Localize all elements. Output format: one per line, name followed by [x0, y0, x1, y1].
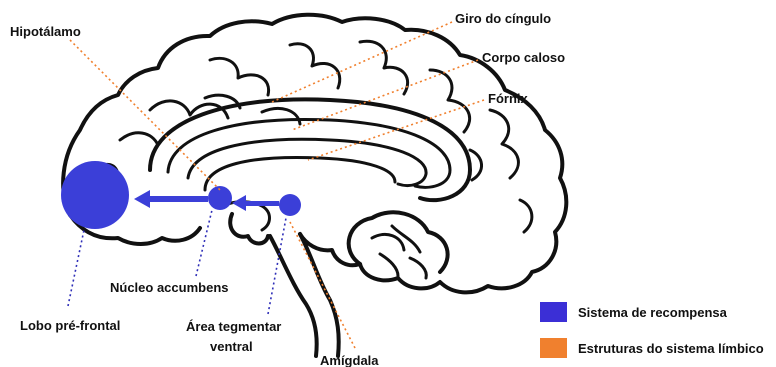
legend: Sistema de recompensa Estruturas do sist… — [540, 302, 764, 358]
label-lobo-pre-frontal: Lobo pré-frontal — [20, 318, 120, 333]
label-giro-do-cingulo: Giro do cíngulo — [455, 11, 551, 26]
label-hipotalamo: Hipotálamo — [10, 24, 81, 39]
brain-outline — [63, 15, 566, 356]
label-ventral: ventral — [210, 339, 253, 354]
leader-giro — [272, 22, 452, 102]
leader-lines — [68, 22, 484, 348]
legend-swatch-reward — [540, 302, 567, 322]
leader-lobo — [68, 230, 84, 306]
prefrontal-lobe-circle — [61, 161, 129, 229]
leader-amigdala — [290, 222, 355, 348]
reward-system — [61, 161, 301, 229]
label-area-tegmentar: Área tegmentar — [186, 319, 281, 334]
reward-arrow-to-accumbens — [232, 195, 279, 211]
label-amigdala: Amígdala — [320, 353, 379, 367]
reward-arrow-to-prefrontal — [134, 190, 208, 208]
legend-label-reward: Sistema de recompensa — [578, 305, 728, 320]
vta-circle — [279, 194, 301, 216]
legend-label-limbic: Estruturas do sistema límbico — [578, 341, 764, 356]
label-nucleo-accumbens: Núcleo accumbens — [110, 280, 229, 295]
leader-nucleo — [196, 210, 212, 276]
label-fornix: Fórnix — [488, 91, 528, 106]
legend-swatch-limbic — [540, 338, 567, 358]
label-corpo-caloso: Corpo caloso — [482, 50, 565, 65]
